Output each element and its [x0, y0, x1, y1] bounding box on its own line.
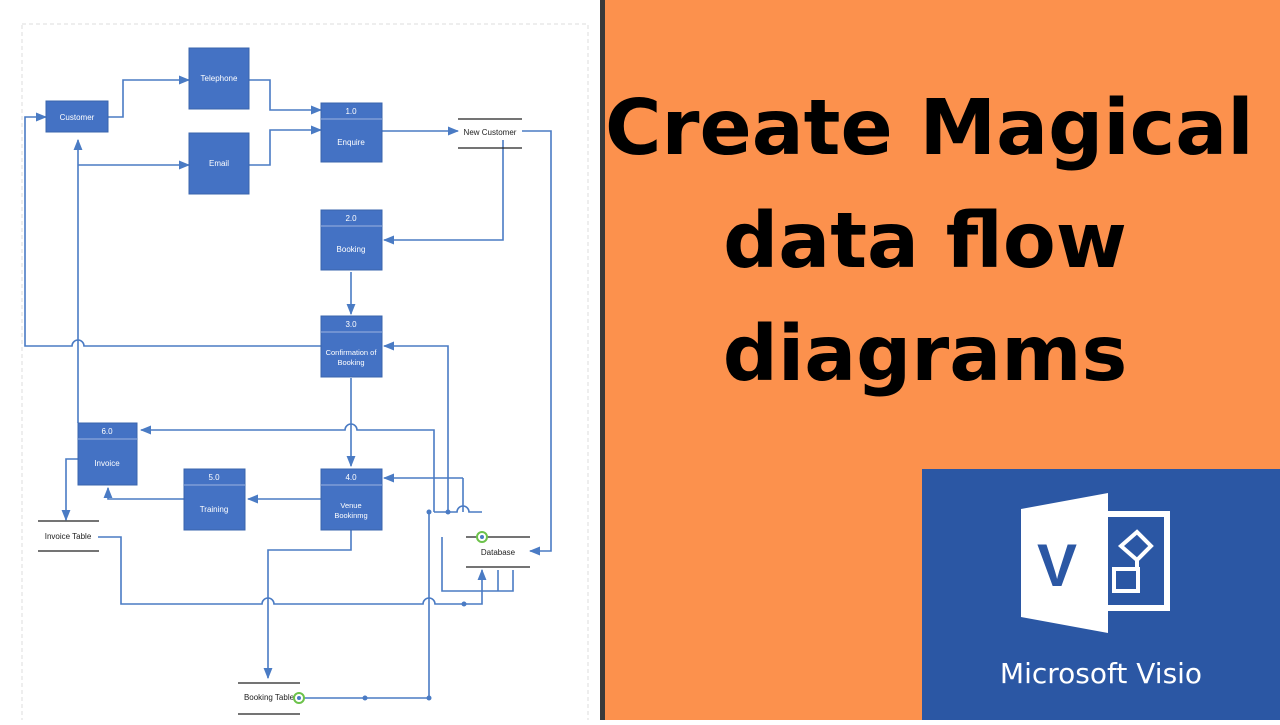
flow-telephone-enquire: [249, 79, 323, 115]
visio-glyph: V: [1037, 532, 1077, 599]
flow-training-invoice: [103, 486, 184, 500]
process-5[interactable]: 5.0 Training: [183, 468, 246, 531]
headline-line-1: Create Magical: [605, 84, 1254, 173]
divider: [600, 0, 605, 720]
store-booking-table-label: Booking Table: [244, 693, 295, 702]
flow-newcustomer-booking: [382, 140, 504, 245]
process-4-label-line1: Venue: [340, 501, 361, 510]
process-1-label: Enquire: [337, 138, 365, 147]
process-1-id: 1.0: [345, 107, 357, 116]
entity-customer-label: Customer: [60, 113, 95, 122]
flow-customer-telephone: [108, 75, 191, 118]
process-2-label: Booking: [337, 245, 366, 254]
process-5-label: Training: [200, 505, 229, 514]
store-database-label: Database: [481, 548, 516, 557]
connection-dot: [426, 695, 432, 701]
process-2[interactable]: 2.0 Booking: [320, 209, 383, 271]
store-new-customer-label: New Customer: [464, 128, 517, 137]
process-3-id: 3.0: [345, 320, 357, 329]
entity-telephone[interactable]: Telephone: [188, 47, 250, 110]
process-4[interactable]: 4.0 Venue Bookinmg: [320, 468, 383, 531]
process-5-id: 5.0: [208, 473, 220, 482]
process-6-label: Invoice: [94, 459, 120, 468]
flow-invoice-invoicetable: [61, 458, 78, 522]
flow-invoicetable-database: [98, 536, 487, 605]
visio-logo: V Microsoft Visio: [922, 469, 1280, 720]
store-booking-table[interactable]: Booking Table: [238, 682, 305, 715]
flow-venue-bookingtable: [263, 511, 352, 680]
process-3[interactable]: 3.0 Confirmation of Booking: [320, 315, 383, 378]
store-invoice-table[interactable]: Invoice Table: [38, 520, 99, 552]
process-4-id: 4.0: [345, 473, 357, 482]
flow-confirmation-customer: [24, 112, 321, 347]
entity-email[interactable]: Email: [188, 132, 250, 195]
data-flow-diagram: Customer Telephone Email 1.0 Enquire 2.0…: [21, 23, 589, 725]
entity-customer[interactable]: Customer: [45, 100, 109, 133]
entity-email-label: Email: [209, 159, 229, 168]
store-invoice-table-label: Invoice Table: [45, 532, 92, 541]
process-6-id: 6.0: [101, 427, 113, 436]
flow-database-loop: [441, 537, 514, 592]
flow-bookingtable-database: [304, 512, 430, 699]
process-3-label-line1: Confirmation of: [326, 348, 378, 357]
process-1[interactable]: 1.0 Enquire: [320, 102, 383, 163]
headline-line-2: data flow: [723, 197, 1127, 286]
store-new-customer[interactable]: New Customer: [458, 118, 522, 149]
store-database[interactable]: Database: [466, 531, 530, 568]
flow-email-enquire: [249, 125, 323, 166]
thumbnail-panel: Create Magical data flow diagrams V Micr…: [605, 0, 1280, 720]
process-3-label-line2: Booking: [337, 358, 364, 367]
visio-product-name: Microsoft Visio: [999, 657, 1203, 690]
process-4-label-line2: Bookinmg: [334, 511, 367, 520]
flow-newcustomer-database: [522, 130, 552, 556]
visio-icon: V: [1021, 493, 1170, 633]
connection-dot: [461, 601, 467, 607]
flow-database-invoice: [139, 423, 435, 512]
entity-telephone-label: Telephone: [201, 74, 238, 83]
headline: Create Magical data flow diagrams: [605, 72, 1254, 411]
connection-dot: [445, 509, 451, 515]
headline-line-3: diagrams: [722, 310, 1128, 399]
process-2-id: 2.0: [345, 214, 357, 223]
process-6[interactable]: 6.0 Invoice: [77, 422, 138, 486]
flow-database-top: [434, 505, 482, 513]
connection-dot: [362, 695, 368, 701]
diagram-canvas: Customer Telephone Email 1.0 Enquire 2.0…: [0, 0, 602, 725]
connection-dot: [426, 509, 432, 515]
flow-database-confirmation: [382, 341, 449, 512]
